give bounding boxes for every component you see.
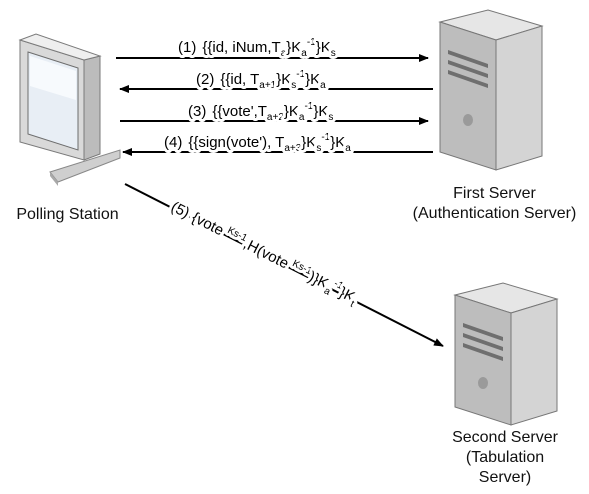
polling-station-computer-icon <box>18 33 121 186</box>
second-server-role-line2: Server) <box>478 469 532 486</box>
arrow-m5 <box>124 183 444 347</box>
second-server-role-line1: (Tabulation <box>465 449 545 466</box>
first-server-icon <box>438 9 544 171</box>
first-server-label: First Server (Authentication Server) <box>400 184 589 224</box>
polling-station-label: Polling Station <box>16 206 119 223</box>
message-4: (4){{sign(vote'), Ta+3}Ks-1}Ka <box>164 132 351 154</box>
second-server-name: Second Server <box>452 429 558 446</box>
message-5: (5){voteKs-1,H(voteKs-1)}Ka-1}Kt <box>167 197 361 310</box>
first-server-name: First Server <box>453 185 536 202</box>
second-server-icon <box>453 282 559 426</box>
message-3: (3){{vote',Ta+2}Ka-1}Ks <box>188 101 333 123</box>
second-server-label: Second Server (Tabulation Server) <box>430 428 580 488</box>
first-server-role: (Authentication Server) <box>412 205 577 222</box>
message-1: (1){{id, iNum,Ta}Ka-1}Ks <box>178 37 336 59</box>
message-2: (2){{id, Ta+1}Ks-1}Ka <box>196 69 326 91</box>
